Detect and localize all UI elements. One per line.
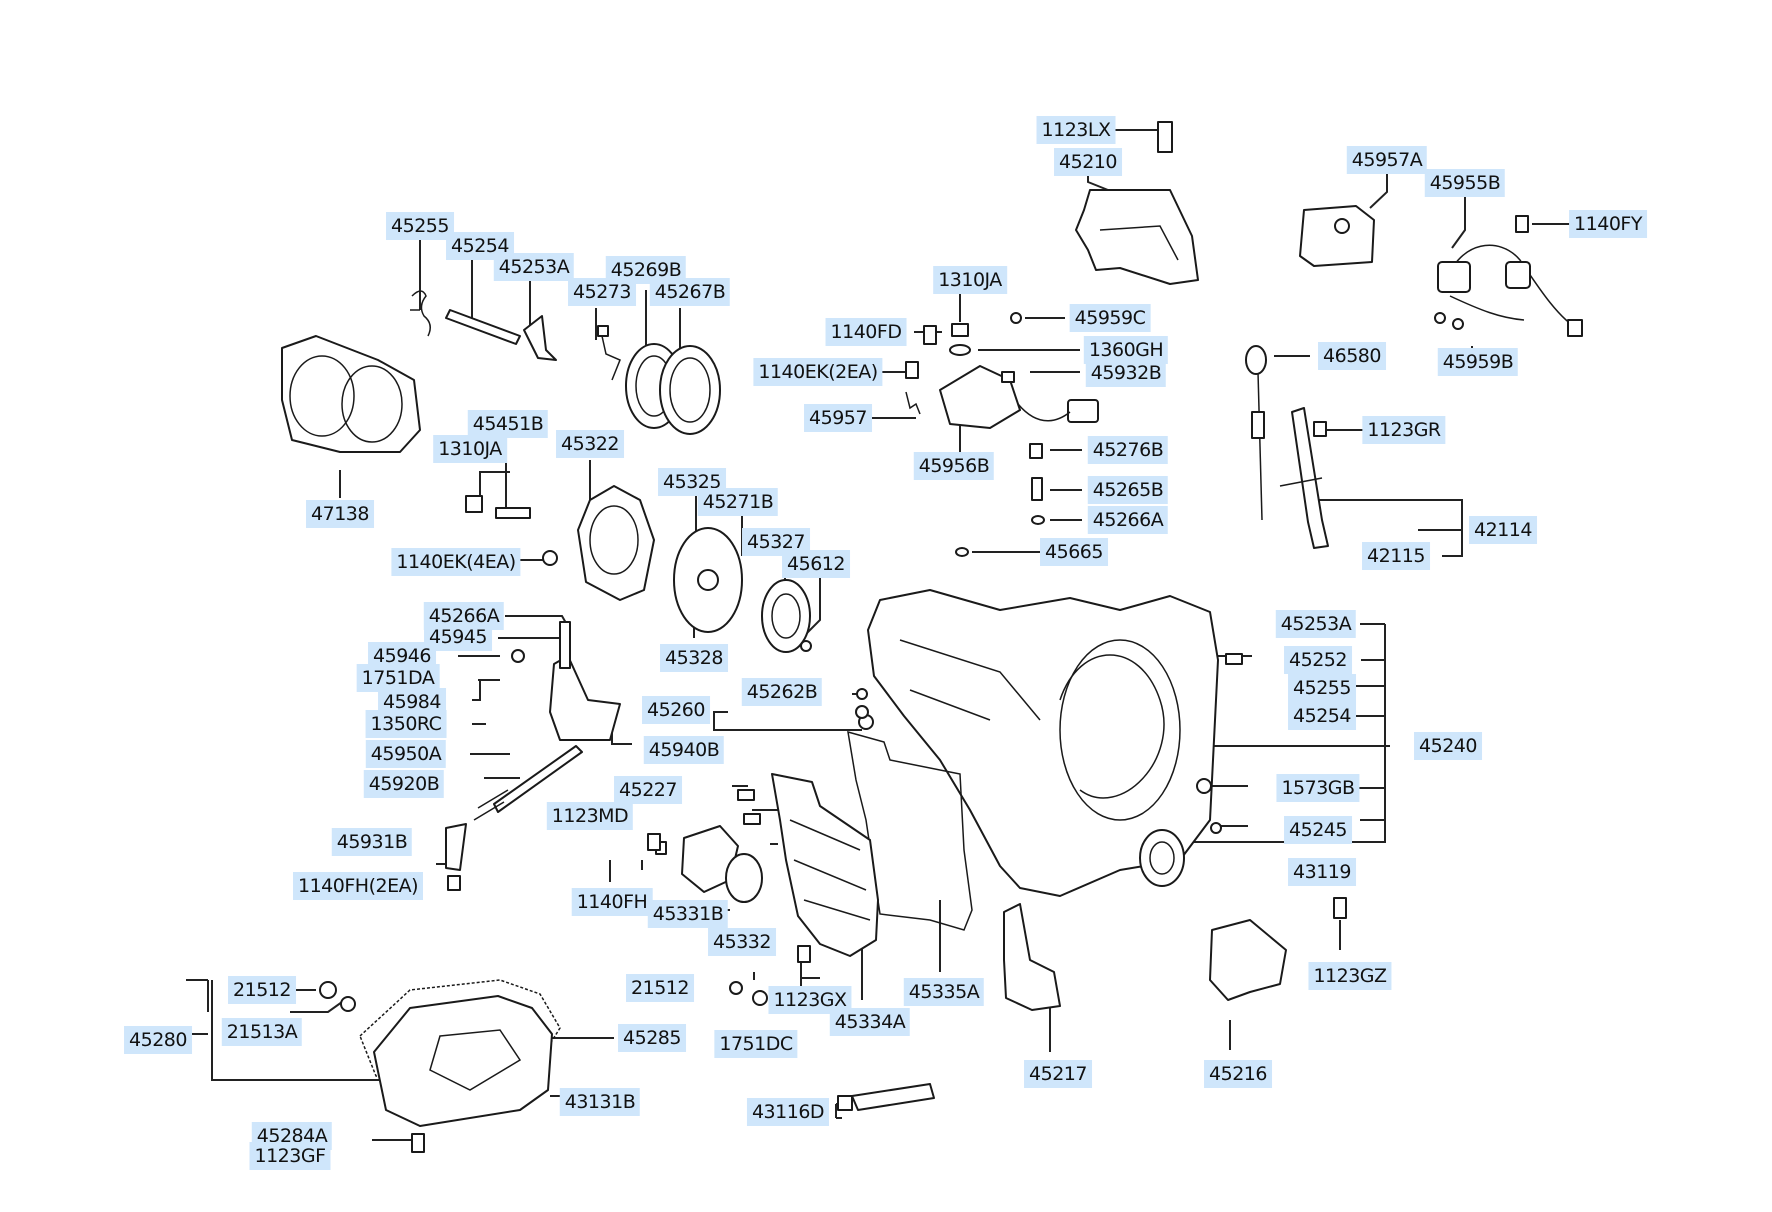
label-1140FY[interactable]: 1140FY [1569,210,1647,238]
label-45266A-right[interactable]: 45266A [1087,506,1169,534]
label-42115[interactable]: 42115 [1362,542,1430,570]
label-1140FH-2EA[interactable]: 1140FH(2EA) [293,872,423,900]
label-1123GR[interactable]: 1123GR [1362,416,1446,444]
label-1123LX[interactable]: 1123LX [1036,116,1116,144]
label-42114[interactable]: 42114 [1469,516,1537,544]
label-45216[interactable]: 45216 [1204,1060,1272,1088]
label-45335A[interactable]: 45335A [903,978,985,1006]
label-45331B[interactable]: 45331B [647,900,729,928]
label-45920B[interactable]: 45920B [363,770,445,798]
label-1123GZ[interactable]: 1123GZ [1308,962,1392,990]
label-46580[interactable]: 46580 [1318,342,1386,370]
label-45252[interactable]: 45252 [1284,646,1352,674]
label-45260[interactable]: 45260 [642,696,710,724]
label-21512-right[interactable]: 21512 [626,974,694,1002]
label-45271B[interactable]: 45271B [697,488,779,516]
label-45262B[interactable]: 45262B [741,678,823,706]
label-45665[interactable]: 45665 [1040,538,1108,566]
label-45328[interactable]: 45328 [660,644,728,672]
label-1751DC[interactable]: 1751DC [714,1030,798,1058]
label-1310JA-top[interactable]: 1310JA [933,266,1007,294]
label-43116D[interactable]: 43116D [746,1098,830,1126]
label-1140EK-4EA[interactable]: 1140EK(4EA) [391,548,521,576]
label-45255-right[interactable]: 45255 [1288,674,1356,702]
label-1350RC[interactable]: 1350RC [365,710,447,738]
label-45265B[interactable]: 45265B [1087,476,1169,504]
label-1140FH[interactable]: 1140FH [571,888,653,916]
label-45280[interactable]: 45280 [124,1026,192,1054]
label-1573GB[interactable]: 1573GB [1276,774,1360,802]
label-1310JA-left[interactable]: 1310JA [433,435,507,463]
label-45245[interactable]: 45245 [1284,816,1352,844]
label-45451B[interactable]: 45451B [467,410,549,438]
label-45273[interactable]: 45273 [568,278,636,306]
label-1140EK-2EA[interactable]: 1140EK(2EA) [753,358,883,386]
label-45955B[interactable]: 45955B [1424,169,1506,197]
label-45957A[interactable]: 45957A [1346,146,1428,174]
label-45950A[interactable]: 45950A [365,740,447,768]
label-45227[interactable]: 45227 [614,776,682,804]
label-45240[interactable]: 45240 [1414,732,1482,760]
label-45945[interactable]: 45945 [424,623,492,651]
label-45322[interactable]: 45322 [556,430,624,458]
label-43119[interactable]: 43119 [1288,858,1356,886]
label-45612[interactable]: 45612 [782,550,850,578]
label-45932B[interactable]: 45932B [1085,359,1167,387]
label-21513A[interactable]: 21513A [221,1018,303,1046]
label-45276B[interactable]: 45276B [1087,436,1169,464]
label-45334A[interactable]: 45334A [829,1008,911,1036]
label-45210[interactable]: 45210 [1054,148,1122,176]
label-45255-top[interactable]: 45255 [386,212,454,240]
label-45956B[interactable]: 45956B [913,452,995,480]
label-45285[interactable]: 45285 [618,1024,686,1052]
label-45267B[interactable]: 45267B [649,278,731,306]
label-45959C[interactable]: 45959C [1069,304,1151,332]
label-47138[interactable]: 47138 [306,500,374,528]
label-45940B[interactable]: 45940B [643,736,725,764]
label-1123GF[interactable]: 1123GF [249,1142,331,1170]
label-45332[interactable]: 45332 [708,928,776,956]
label-45254-right[interactable]: 45254 [1288,702,1356,730]
label-45957[interactable]: 45957 [804,404,872,432]
label-21512-left[interactable]: 21512 [228,976,296,1004]
label-45959B[interactable]: 45959B [1437,348,1519,376]
label-45253A-top[interactable]: 45253A [493,253,575,281]
label-1140FD[interactable]: 1140FD [825,318,907,346]
label-1751DA[interactable]: 1751DA [356,664,440,692]
label-45217[interactable]: 45217 [1024,1060,1092,1088]
part-shapes [281,121,1583,1153]
label-45253A-right[interactable]: 45253A [1275,610,1357,638]
label-1123MD[interactable]: 1123MD [546,802,634,830]
label-45931B[interactable]: 45931B [331,828,413,856]
label-43131B[interactable]: 43131B [559,1088,641,1116]
label-45254-top[interactable]: 45254 [446,232,514,260]
